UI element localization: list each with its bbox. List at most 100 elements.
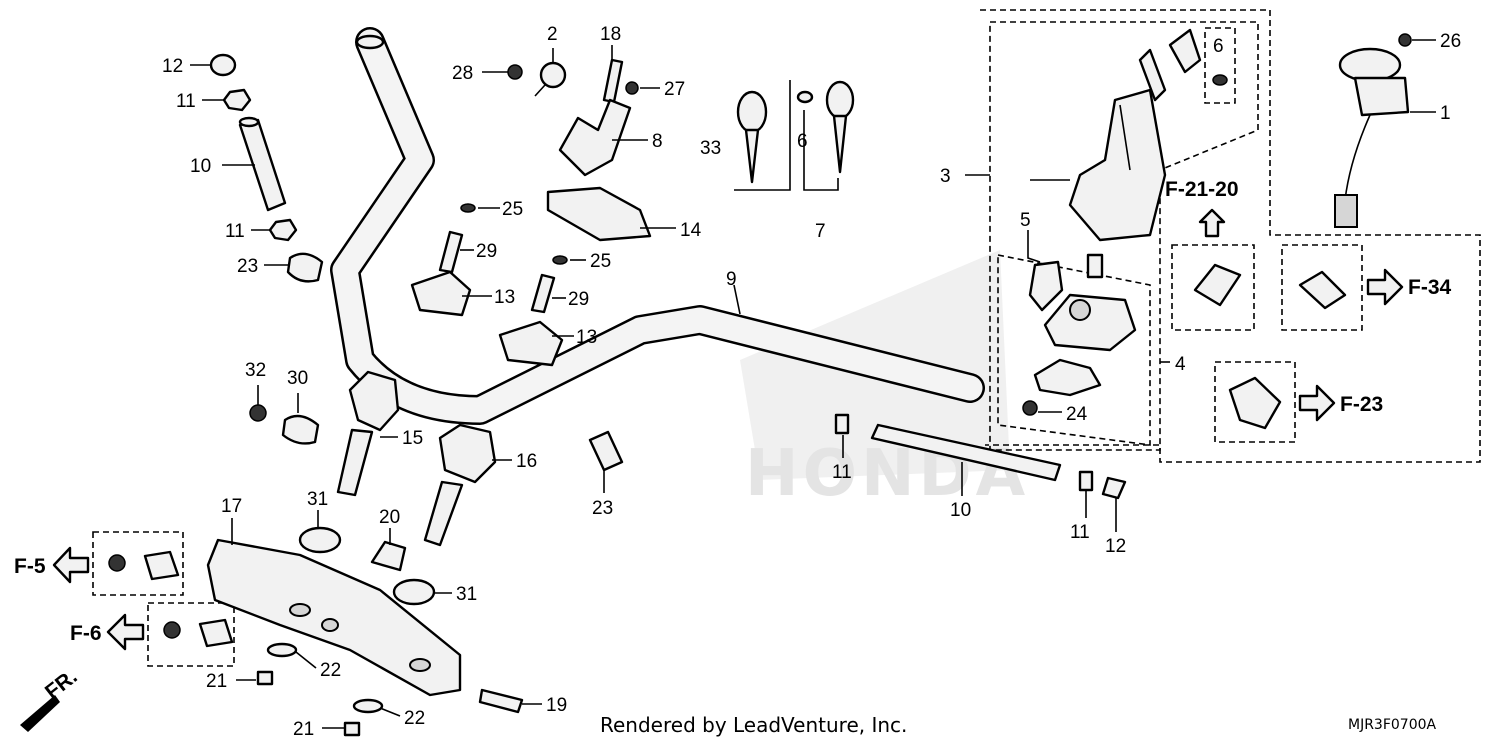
washer-6 xyxy=(796,90,814,104)
callout-14: 14 xyxy=(680,220,702,241)
callout-24: 24 xyxy=(1066,404,1088,425)
callout-9: 9 xyxy=(726,269,737,290)
callout-7: 7 xyxy=(815,221,826,242)
callout-22: 22 xyxy=(404,708,425,729)
screw-24 xyxy=(1022,400,1038,416)
callout-26: 26 xyxy=(1440,31,1461,52)
ref-f6[interactable]: F-6 xyxy=(70,622,102,645)
diagram-code: MJR3F0700A xyxy=(1348,717,1437,733)
f23-part xyxy=(1228,376,1282,430)
callout-11: 11 xyxy=(832,462,852,483)
ignition-switch xyxy=(1068,28,1202,242)
ref-f34[interactable]: F-34 xyxy=(1408,276,1452,299)
f34-part xyxy=(1298,270,1347,310)
cushion-20 xyxy=(370,540,407,572)
plug-25-b xyxy=(552,255,568,265)
bolt-28 xyxy=(507,64,523,80)
cushion-22-b xyxy=(352,698,384,714)
nut-21-a xyxy=(256,670,274,686)
callout-28: 28 xyxy=(452,63,473,84)
holder-14 xyxy=(546,186,652,242)
callout-33: 33 xyxy=(700,138,721,159)
bracket-8 xyxy=(558,98,632,177)
f2120-arrow xyxy=(1198,208,1226,238)
f34-box xyxy=(1281,244,1363,331)
callout-21: 21 xyxy=(293,719,314,740)
callout-4: 4 xyxy=(1175,354,1186,375)
callout-11: 11 xyxy=(1070,522,1090,543)
callout-8: 8 xyxy=(652,131,663,152)
lower-holder-15 xyxy=(336,370,400,497)
f34-arrow xyxy=(1366,268,1404,306)
callout-11: 11 xyxy=(176,91,196,112)
callout-13: 13 xyxy=(494,287,515,308)
blank-key-7 xyxy=(825,80,855,174)
rendered-by-credit: Rendered by LeadVenture, Inc. xyxy=(600,713,907,737)
cushion-22-a xyxy=(266,642,298,658)
spring xyxy=(1086,253,1104,279)
ref-f5[interactable]: F-5 xyxy=(14,555,46,578)
ref-f2120[interactable]: F-21-20 xyxy=(1165,178,1239,201)
callout-6: 6 xyxy=(1213,36,1224,57)
callout-6: 6 xyxy=(797,131,808,152)
cable-clip-2 xyxy=(534,61,567,97)
key-cylinder-1 xyxy=(1334,47,1410,228)
section-refs: F-21-20 F-34 F-23 F-5 F-6 FR. xyxy=(14,178,1452,704)
ref-f23[interactable]: F-23 xyxy=(1340,393,1383,416)
callout-12: 12 xyxy=(1105,536,1126,557)
callout-31: 31 xyxy=(456,584,477,605)
nut-11-upper xyxy=(222,88,252,112)
front-arrow xyxy=(20,695,60,732)
lower-holder-16 xyxy=(423,423,497,547)
weight-rod-10 xyxy=(238,116,287,212)
cap-12-right xyxy=(1101,476,1127,500)
cushion-31-b xyxy=(392,578,436,606)
callout-18: 18 xyxy=(600,24,621,45)
callout-1: 1 xyxy=(1440,103,1451,124)
callout-5: 5 xyxy=(1020,210,1031,231)
upper-holder-13-a xyxy=(410,270,472,317)
callouts: 12 11 10 11 23 2 28 18 27 8 25 25 29 29 … xyxy=(162,24,1461,740)
f5-box xyxy=(92,531,184,596)
seat-lock-4 xyxy=(1043,293,1137,352)
callout-20: 20 xyxy=(379,507,400,528)
nut-11-right-b xyxy=(1078,470,1094,492)
callout-12: 12 xyxy=(162,56,183,77)
plug-25-a xyxy=(460,203,476,213)
callout-19: 19 xyxy=(546,695,567,716)
weight-cap-12 xyxy=(209,53,237,77)
callout-17: 17 xyxy=(221,496,242,517)
callout-3: 3 xyxy=(940,166,951,187)
clip-30 xyxy=(281,414,320,445)
cushion-31-a xyxy=(298,526,342,554)
washer-6-box xyxy=(1212,74,1228,86)
f5-parts xyxy=(108,550,180,581)
screw-27 xyxy=(625,81,639,95)
f2120-part xyxy=(1193,263,1242,307)
upper-holder-13-b xyxy=(498,320,564,367)
f2120-box xyxy=(1171,244,1255,331)
callout-16: 16 xyxy=(516,451,537,472)
callout-23: 23 xyxy=(592,498,613,519)
lock-plate xyxy=(1033,358,1102,397)
nut-11-lower xyxy=(268,218,298,242)
callout-25: 25 xyxy=(502,199,523,220)
callout-32: 32 xyxy=(245,360,266,381)
key7-bracket xyxy=(803,110,839,191)
key33-bracket xyxy=(734,80,791,191)
collar-23-left xyxy=(286,252,324,283)
callout-11: 11 xyxy=(225,221,245,242)
f6-parts xyxy=(163,618,234,648)
collar-23-center xyxy=(588,430,624,472)
callout-21: 21 xyxy=(206,671,227,692)
f6-arrow xyxy=(106,613,145,651)
bolt-18 xyxy=(602,58,624,104)
key-washer-box xyxy=(1204,27,1236,104)
f5-arrow xyxy=(52,546,90,584)
nut-11-right-a xyxy=(834,413,850,435)
callout-15: 15 xyxy=(402,428,423,449)
top-bridge-17 xyxy=(206,538,462,697)
f23-arrow xyxy=(1298,384,1336,422)
nut-21-b xyxy=(343,721,361,737)
